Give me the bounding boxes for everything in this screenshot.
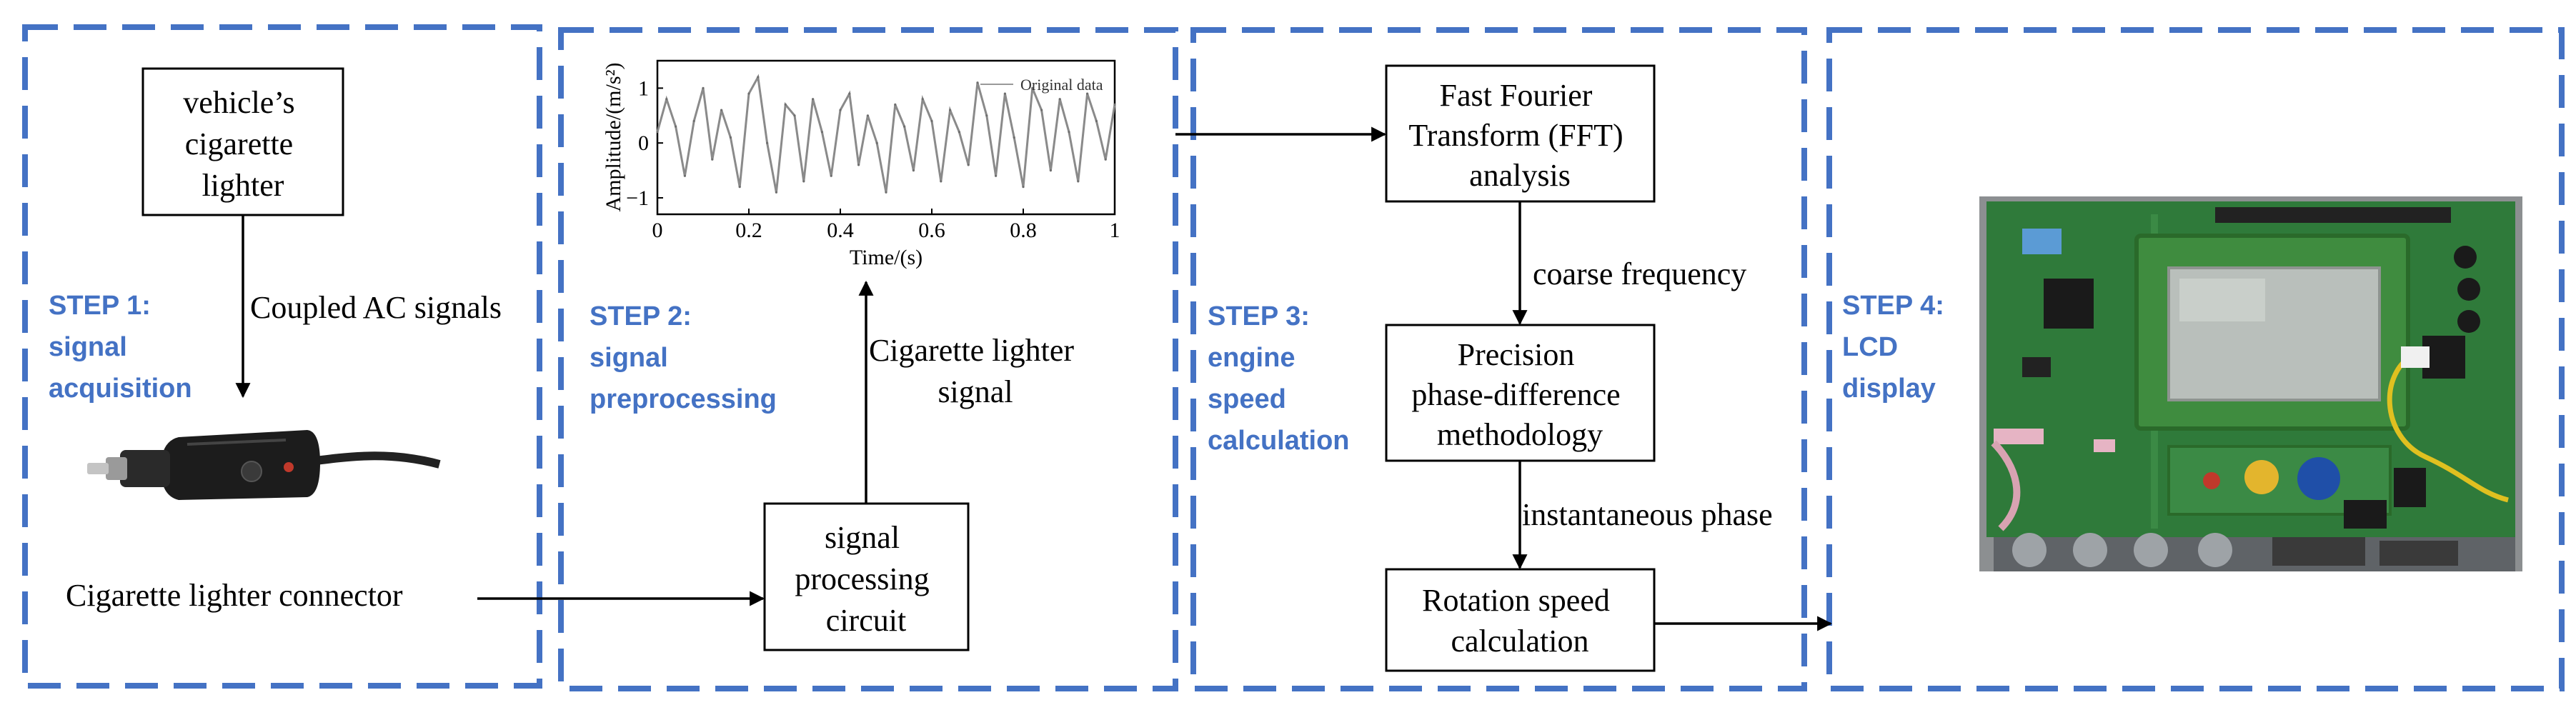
data-point [757,76,760,79]
x-tick-label: 0.2 [735,219,762,242]
step4-title: STEP 4: LCD display [1842,291,1951,404]
data-point [1095,119,1098,123]
data-point [738,186,741,189]
y-tick-label: 1 [638,76,649,100]
rotation-speed-box [1385,568,1656,672]
data-point [775,191,777,194]
data-point [1031,86,1034,89]
data-point [675,125,677,128]
data-point [1058,98,1061,101]
lighter-box [141,67,344,216]
data-point [949,109,952,111]
data-point [1003,92,1006,95]
coupled-ac-label: Coupled AC signals [250,290,502,325]
data-point [976,81,979,84]
data-point [940,180,943,183]
data-point [702,86,705,89]
data-point [665,98,668,101]
cigarette-lighter-plug-photo [87,430,441,500]
plot-series [656,74,1116,194]
step4-panel [1826,27,2565,691]
data-point [747,92,750,95]
connector-label: Cigarette lighter connector [66,578,403,613]
data-point [793,114,796,117]
data-point [866,114,869,117]
data-point [1022,186,1025,189]
signal-processing-circuit-label: signal processing circuit [795,520,937,638]
data-point [903,125,906,128]
coarse-frequency-label: coarse frequency [1533,256,1746,291]
data-point [875,141,878,144]
data-point [1013,136,1015,139]
data-point [967,164,970,166]
data-point [1068,131,1070,134]
data-point [958,131,960,134]
data-point [720,109,723,111]
data-point [784,103,787,106]
plot-legend: Original data [1020,76,1103,94]
step1-title: STEP 1: signal acquisition [49,291,192,404]
x-tick-label: 0 [652,219,663,242]
data-point [1113,103,1116,106]
lighter-box-label: vehicle’s cigarette lighter [183,85,302,203]
data-point [766,141,769,144]
lcd-circuit-board-photo [1979,196,2522,571]
plot-xlabel: Time/(s) [850,246,923,269]
data-point [894,103,897,106]
data-point [820,131,823,134]
x-tick-label: 0.4 [827,219,854,242]
data-point [995,174,998,177]
data-point [921,98,924,101]
x-tick-label: 0.8 [1010,219,1037,242]
data-point [848,92,851,95]
cigarette-lighter-signal-label: Cigarette lighter signal [869,333,1082,409]
data-point [729,136,732,139]
data-point [1040,109,1043,111]
step3-title: STEP 3: engine speed calculation [1208,301,1350,456]
data-point [692,119,695,123]
data-point [885,191,887,194]
data-point [985,114,988,117]
fft-label: Fast Fourier Transform (FFT) analysis [1408,78,1631,193]
data-point [839,109,842,111]
signal-processing-circuit-box [763,502,970,651]
data-point [656,131,659,134]
data-point [1086,92,1089,95]
data-point [857,164,860,166]
instantaneous-phase-label: instantaneous phase [1522,497,1773,532]
x-tick-label: 0.6 [918,219,945,242]
data-point [1049,169,1052,172]
data-point [1077,180,1080,183]
data-point [802,180,805,183]
data-point [711,158,714,161]
data-point [830,174,832,177]
data-point [683,174,687,177]
precision-box [1385,324,1656,462]
data-point [812,98,815,101]
y-tick-label: −1 [626,186,649,210]
plot-ylabel: Amplitude/(m/s²) [602,63,625,212]
data-point [1104,158,1107,161]
precision-label: Precision phase-difference methodology [1411,337,1628,452]
data-point [912,169,915,172]
data-point [930,119,933,123]
step1-panel [22,24,542,689]
step3-panel [1190,27,1807,691]
y-tick-label: 0 [638,131,649,155]
rotation-speed-label: Rotation speed calculation [1422,583,1618,659]
step2-title: STEP 2: signal preprocessing [590,301,777,414]
series-line-0 [656,74,1116,193]
plot-frame [656,59,1116,216]
x-tick-label: 1 [1110,219,1120,242]
step2-panel [558,27,1178,691]
fft-box [1385,64,1656,203]
